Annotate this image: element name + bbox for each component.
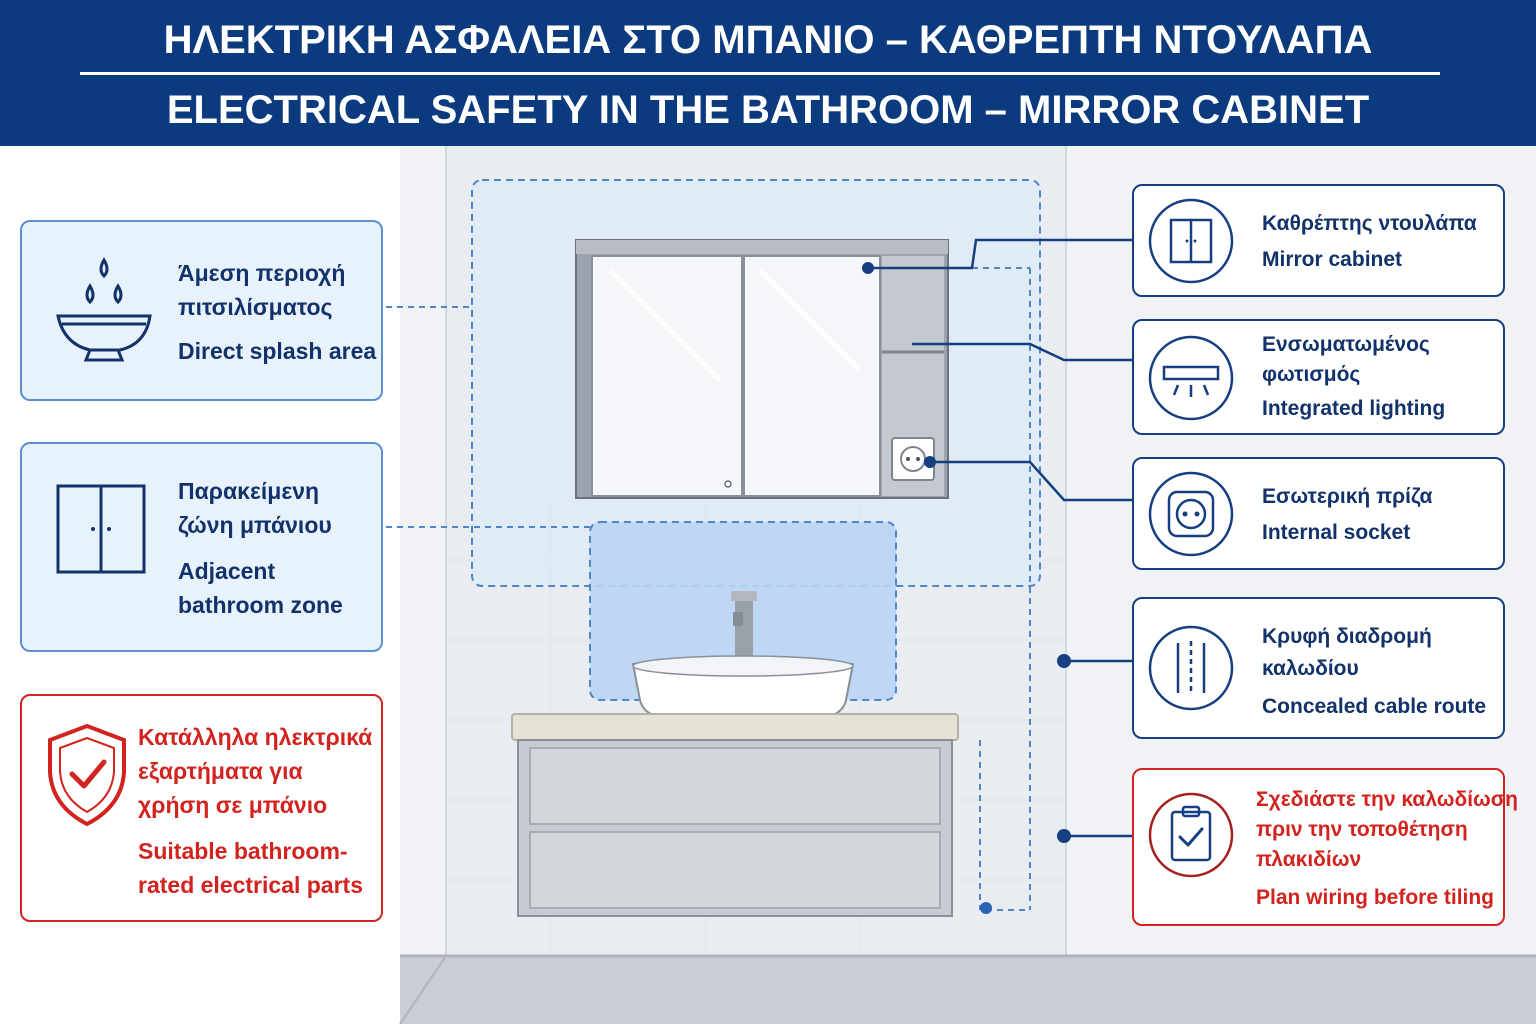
header-banner: ΗΛΕΚΤΡΙΚΗ ΑΣΦΑΛΕΙΑ ΣΤΟ ΜΠΑΝΙΟ – ΚΑΘΡΕΠΤΗ… xyxy=(0,0,1536,146)
card-label-greek-3: χρήση σε μπάνιο xyxy=(138,792,328,818)
card-label-english-1: Internal socket xyxy=(1262,521,1411,544)
card-label-english-1: Direct splash area xyxy=(178,338,377,364)
card-label-greek-2: καλωδίου xyxy=(1262,657,1359,680)
title-divider xyxy=(80,72,1440,75)
title-english: ELECTRICAL SAFETY IN THE BATHROOM – MIRR… xyxy=(166,88,1370,132)
card-label-english-2: bathroom zone xyxy=(178,592,343,618)
card-label-greek-2: φωτισμός xyxy=(1262,363,1361,386)
card-label-greek-1: Ενσωματωμένος xyxy=(1262,333,1430,356)
shield-check-icon xyxy=(48,723,126,827)
card-label-greek-2: ζώνη μπάνιου xyxy=(178,512,332,538)
card-mirror-cabinet: Καθρέπτης ντουλάπα Mirror cabinet xyxy=(1132,184,1505,297)
card-label-greek-3: πλακιδίων xyxy=(1256,848,1362,871)
clipboard-check-icon xyxy=(1148,792,1234,878)
card-label-english-1: Suitable bathroom- xyxy=(138,838,348,864)
title-greek: ΗΛΕΚΤΡΙΚΗ ΑΣΦΑΛΕΙΑ ΣΤΟ ΜΠΑΝΙΟ – ΚΑΘΡΕΠΤΗ… xyxy=(163,18,1373,62)
card-label-greek-1: Κρυφή διαδρομή xyxy=(1262,625,1432,648)
card-adjacent-bathroom-zone: Παρακείμενη ζώνη μπάνιου Adjacent bathro… xyxy=(20,442,383,652)
cable-route-icon xyxy=(1148,625,1234,711)
cabinet-doors-icon xyxy=(56,484,146,574)
card-concealed-cable-route: Κρυφή διαδρομή καλωδίου Concealed cable … xyxy=(1132,597,1505,739)
card-label-english-2: rated electrical parts xyxy=(138,872,364,898)
card-label-english-1: Mirror cabinet xyxy=(1262,248,1403,271)
card-plan-wiring-before-tiling: Σχεδιάστε την καλωδίωση πριν την τοποθέτ… xyxy=(1132,768,1518,926)
card-label-english-1: Concealed cable route xyxy=(1262,695,1487,718)
socket-icon xyxy=(1148,471,1234,557)
card-suitable-electrical-parts: Κατάλληλα ηλεκτρικά εξαρτήματα για χρήση… xyxy=(20,694,383,922)
sink-splash-icon xyxy=(56,257,152,362)
card-label-greek-1: Καθρέπτης ντουλάπα xyxy=(1262,212,1477,235)
card-label-english-1: Adjacent xyxy=(178,558,276,584)
card-label-greek-1: Παρακείμενη xyxy=(178,478,320,504)
light-fixture-icon xyxy=(1148,335,1234,421)
card-label-greek-2: πιτσιλίσματος xyxy=(178,294,333,320)
card-label-greek-1: Εσωτερική πρίζα xyxy=(1262,485,1433,508)
card-label-english-1: Plan wiring before tiling xyxy=(1256,886,1495,909)
card-label-greek-2: εξαρτήματα για xyxy=(138,758,303,784)
mirror-cabinet-icon xyxy=(1148,198,1234,284)
card-direct-splash-area: Άμεση περιοχή πιτσιλίσματος Direct splas… xyxy=(20,220,383,401)
card-label-greek-1: Άμεση περιοχή xyxy=(178,260,346,286)
card-label-greek-1: Κατάλληλα ηλεκτρικά xyxy=(138,724,373,750)
card-label-english-1: Integrated lighting xyxy=(1262,397,1446,420)
card-integrated-lighting: Ενσωματωμένος φωτισμός Integrated lighti… xyxy=(1132,319,1505,435)
card-label-greek-2: πριν την τοποθέτηση xyxy=(1256,818,1468,841)
card-internal-socket: Εσωτερική πρίζα Internal socket xyxy=(1132,457,1505,570)
card-label-greek-1: Σχεδιάστε την καλωδίωση xyxy=(1256,788,1518,811)
